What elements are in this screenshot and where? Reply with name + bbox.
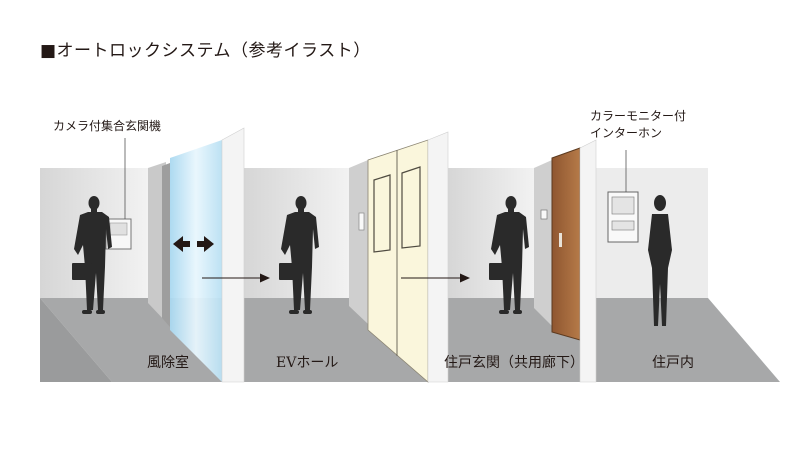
monitor-label-line2: インターホン — [590, 126, 663, 140]
elevator-hall — [279, 131, 449, 383]
page-title: ■オートロックシステム（参考イラスト） — [40, 41, 371, 61]
glass-door — [170, 140, 222, 382]
unit-inside — [607, 150, 672, 326]
unit-entrance — [489, 139, 597, 383]
zone-label-inside: 住戸内 — [652, 355, 694, 371]
monitor-intercom-label: カラーモニター付 インターホン — [590, 108, 686, 142]
zone-label-ev-hall: EVホール — [276, 355, 339, 371]
door-intercom-button — [540, 209, 548, 220]
unit-door — [551, 147, 581, 341]
zone-label-windbreak: 風除室 — [147, 355, 189, 371]
zone-label-entrance: 住戸玄関（共用廊下） — [444, 355, 584, 371]
elevator-call-button — [358, 212, 365, 231]
camera-panel-label: カメラ付集合玄関機 — [53, 119, 162, 133]
flow-arrows — [202, 273, 470, 283]
double-arrow-icon — [173, 236, 214, 252]
monitor-label-line1: カラーモニター付 — [590, 109, 687, 123]
woman-silhouette — [648, 195, 672, 326]
windbreak-room — [72, 127, 245, 383]
